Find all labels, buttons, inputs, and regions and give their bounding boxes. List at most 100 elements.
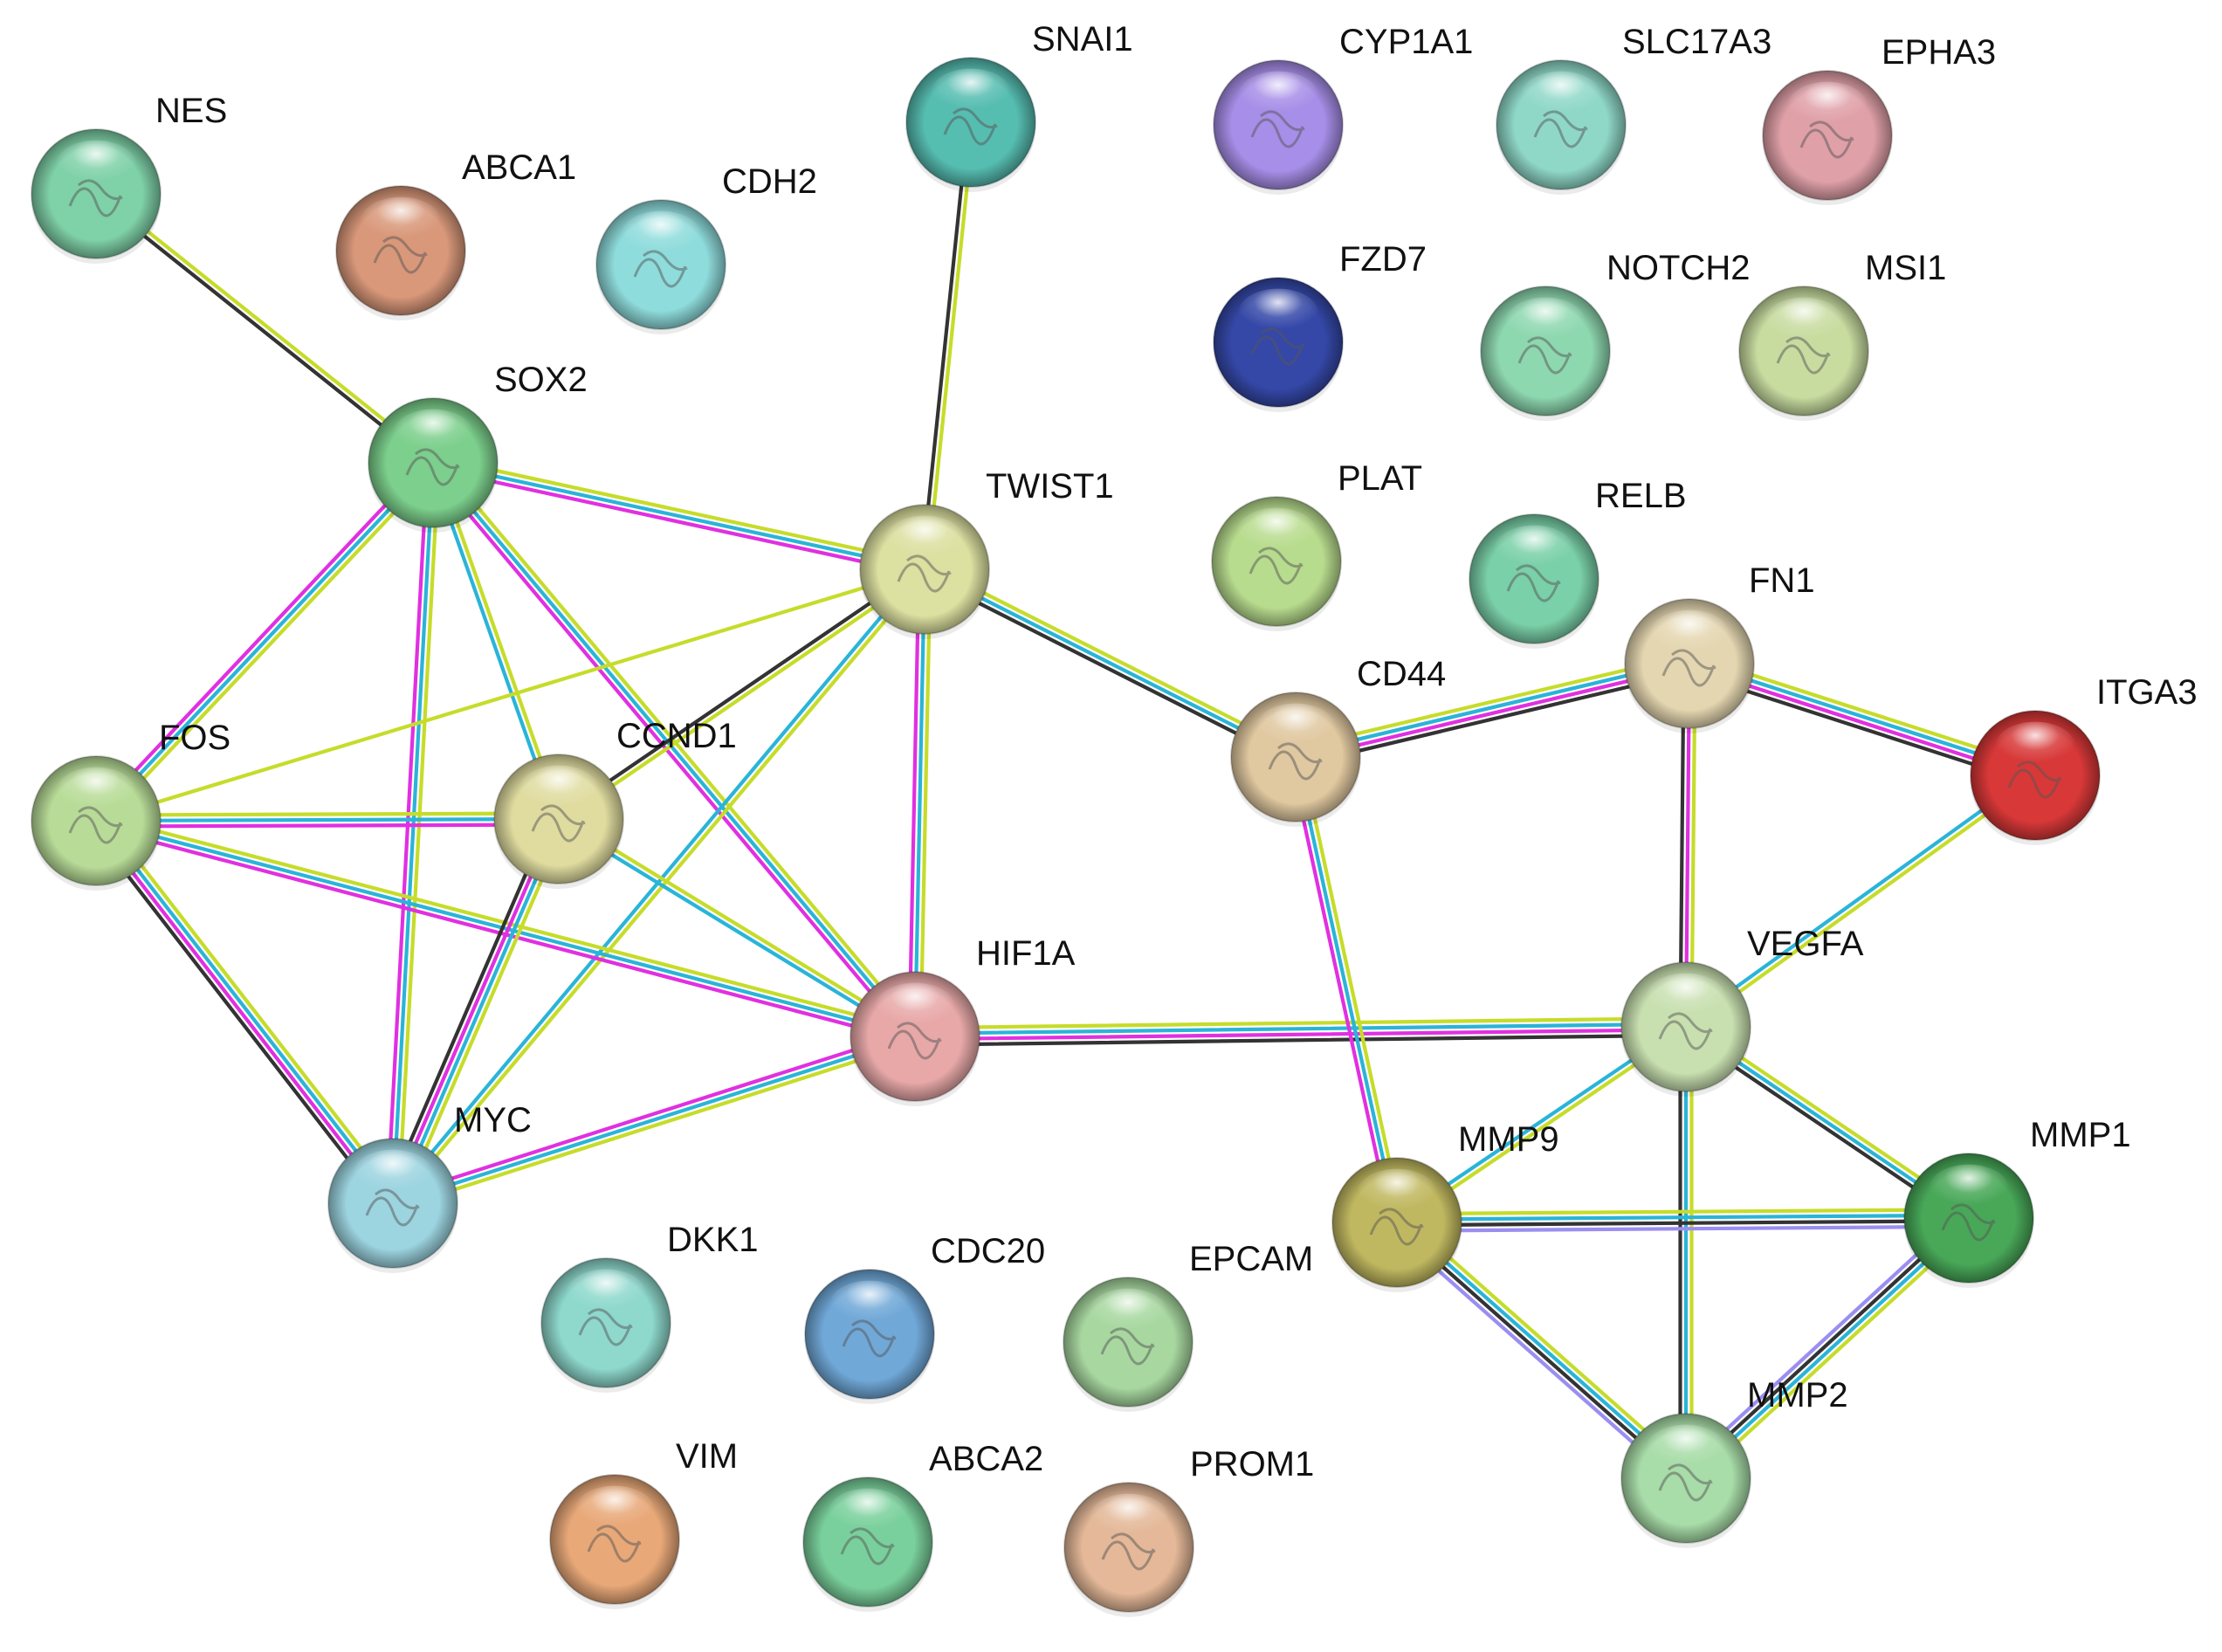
node-mmp2[interactable]: MMP2 (1620, 1376, 1848, 1548)
node-outline (804, 1269, 935, 1400)
node-fzd7[interactable]: FZD7 (1213, 240, 1427, 412)
node-epcam[interactable]: EPCAM (1063, 1240, 1313, 1412)
edge-strand-database (922, 567, 1298, 760)
node-cdh2[interactable]: CDH2 (595, 162, 817, 334)
node-label: SLC17A3 (1622, 23, 1771, 61)
node-snai1[interactable]: SNAI1 (905, 20, 1133, 192)
node-ccnd1[interactable]: CCND1 (493, 717, 737, 889)
edge-strand-coexpression (555, 565, 925, 819)
edge-strand-textmining (1291, 653, 1689, 751)
edge-strand-experimental (912, 1028, 1689, 1042)
node-prom1[interactable]: PROM1 (1063, 1445, 1314, 1617)
node-mmp9[interactable]: MMP9 (1331, 1120, 1559, 1292)
edge-ccnd1-hif1a[interactable] (555, 815, 918, 1041)
edge-strand-coexpression (919, 572, 1296, 764)
edge-sox2-hif1a[interactable] (426, 457, 922, 1043)
edge-strand-coexpression (1296, 670, 1694, 767)
node-highlight (1238, 288, 1318, 338)
node-msi1[interactable]: MSI1 (1738, 249, 1946, 421)
edge-hif1a-myc[interactable] (389, 1029, 919, 1211)
node-highlight (519, 765, 599, 815)
edge-strand-experimental (92, 820, 393, 1208)
node-highlight (393, 409, 473, 458)
node-hif1a[interactable]: HIF1A (850, 934, 1076, 1106)
edge-twist1-cd44[interactable] (919, 562, 1301, 764)
edge-fos-ccnd1[interactable] (93, 811, 561, 829)
edge-strand-textmining (558, 569, 928, 823)
node-highlight (56, 767, 136, 816)
node-highlight (884, 515, 965, 565)
edge-itga3-vegfa[interactable] (1682, 771, 2039, 1031)
edge-sox2-fos[interactable] (90, 457, 439, 827)
edge-strand-textmining (1299, 754, 1405, 1223)
edge-sox2-myc[interactable] (385, 460, 441, 1206)
edge-strand-database (912, 567, 927, 1039)
edge-snai1-twist1[interactable] (919, 120, 976, 572)
edge-twist1-myc[interactable] (389, 565, 929, 1208)
edge-ccnd1-myc[interactable] (382, 814, 569, 1208)
edge-cd44-mmp9[interactable] (1288, 754, 1405, 1226)
node-outline (327, 1138, 458, 1269)
edge-strand-coexpression (92, 194, 434, 467)
node-cyp1a1[interactable]: CYP1A1 (1213, 23, 1473, 195)
edge-sox2-twist1[interactable] (430, 455, 928, 577)
node-cdc20[interactable]: CDC20 (804, 1232, 1045, 1404)
edge-mmp9-mmp1[interactable] (1394, 1208, 1971, 1233)
edge-nes-sox2[interactable] (92, 189, 437, 467)
node-outline (493, 754, 624, 885)
node-label: CD44 (1357, 655, 1446, 693)
node-epha3[interactable]: EPHA3 (1762, 33, 1996, 205)
edge-strand-textmining (432, 455, 928, 566)
edge-twist1-fos[interactable] (93, 567, 927, 823)
node-plat[interactable]: PLAT (1211, 459, 1422, 631)
node-label: TWIST1 (986, 467, 1114, 506)
edge-cd44-fn1[interactable] (1291, 653, 1694, 767)
node-outline (335, 185, 466, 316)
node-fn1[interactable]: FN1 (1624, 561, 1815, 733)
edge-hif1a-vegfa[interactable] (912, 1016, 1689, 1047)
node-sox2[interactable]: SOX2 (368, 361, 588, 533)
node-label: SNAI1 (1032, 20, 1133, 59)
edge-vegfa-mmp2[interactable] (1678, 1024, 1694, 1481)
node-fos[interactable]: FOS (31, 719, 230, 891)
node-outline (31, 128, 162, 259)
node-label: MSI1 (1865, 249, 1946, 287)
node-vegfa[interactable]: VEGFA (1620, 925, 1864, 1097)
node-twist1[interactable]: TWIST1 (859, 467, 1114, 639)
node-label: MMP1 (2030, 1116, 2131, 1154)
node-relb[interactable]: RELB (1469, 477, 1687, 649)
node-slc17a3[interactable]: SLC17A3 (1496, 23, 1771, 195)
node-label: SOX2 (494, 361, 588, 399)
node-label: FOS (159, 719, 230, 757)
node-vim[interactable]: VIM (549, 1437, 738, 1609)
edge-twist1-ccnd1[interactable] (555, 565, 928, 823)
edge-strand-textmining (912, 1016, 1688, 1030)
node-nes[interactable]: NES (31, 92, 227, 264)
node-dkk1[interactable]: DKK1 (540, 1221, 759, 1393)
node-notch2[interactable]: NOTCH2 (1480, 249, 1750, 421)
node-highlight (1649, 609, 1730, 659)
node-myc[interactable]: MYC (327, 1101, 532, 1273)
edge-fos-myc[interactable] (87, 813, 402, 1211)
node-highlight (1238, 71, 1318, 120)
edge-strand-database (1293, 754, 1400, 1225)
node-abca2[interactable]: ABCA2 (802, 1440, 1043, 1612)
node-highlight (1929, 1164, 2009, 1214)
edge-strand-database (1394, 1213, 1971, 1222)
node-label: FN1 (1749, 561, 1815, 600)
edge-strand-experimental (1288, 756, 1393, 1226)
node-highlight (1521, 71, 1601, 120)
node-abca1[interactable]: ABCA1 (335, 148, 576, 320)
edge-strand-textmining (435, 457, 922, 1035)
node-cd44[interactable]: CD44 (1230, 655, 1446, 827)
edge-twist1-hif1a[interactable] (907, 567, 932, 1039)
node-mmp1[interactable]: MMP1 (1903, 1116, 2131, 1288)
node-outline (31, 755, 162, 886)
node-itga3[interactable]: ITGA3 (1970, 673, 2198, 845)
node-highlight (361, 196, 441, 246)
node-highlight (621, 210, 701, 260)
edge-strand-database (555, 819, 916, 1041)
node-highlight (828, 1488, 908, 1538)
node-highlight (574, 1485, 655, 1535)
